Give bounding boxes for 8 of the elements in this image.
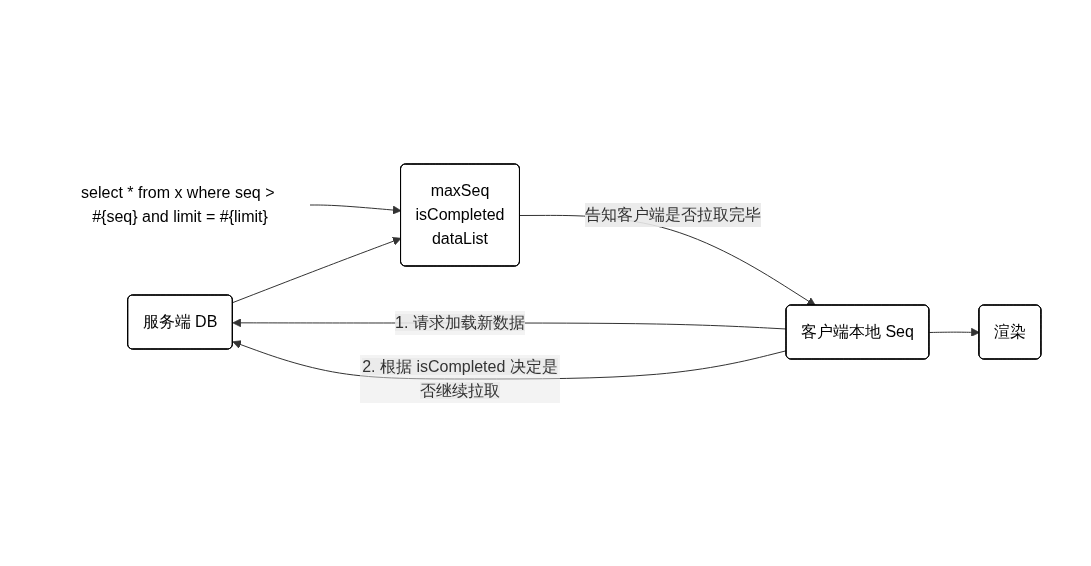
edge-label: 2. 根据 isCompleted 决定是否继续拉取 (362, 357, 558, 399)
arrow (232, 339, 788, 379)
edge-label: 1. 请求加载新数据 (395, 313, 525, 331)
arrow (309, 204, 402, 214)
arrow (232, 236, 402, 303)
arrow (928, 327, 980, 337)
edge-label: 告知客户端是否拉取完毕 (585, 205, 762, 223)
node-text: select * from x where seq > #{seq} and limit = #{limit} (81, 183, 275, 225)
